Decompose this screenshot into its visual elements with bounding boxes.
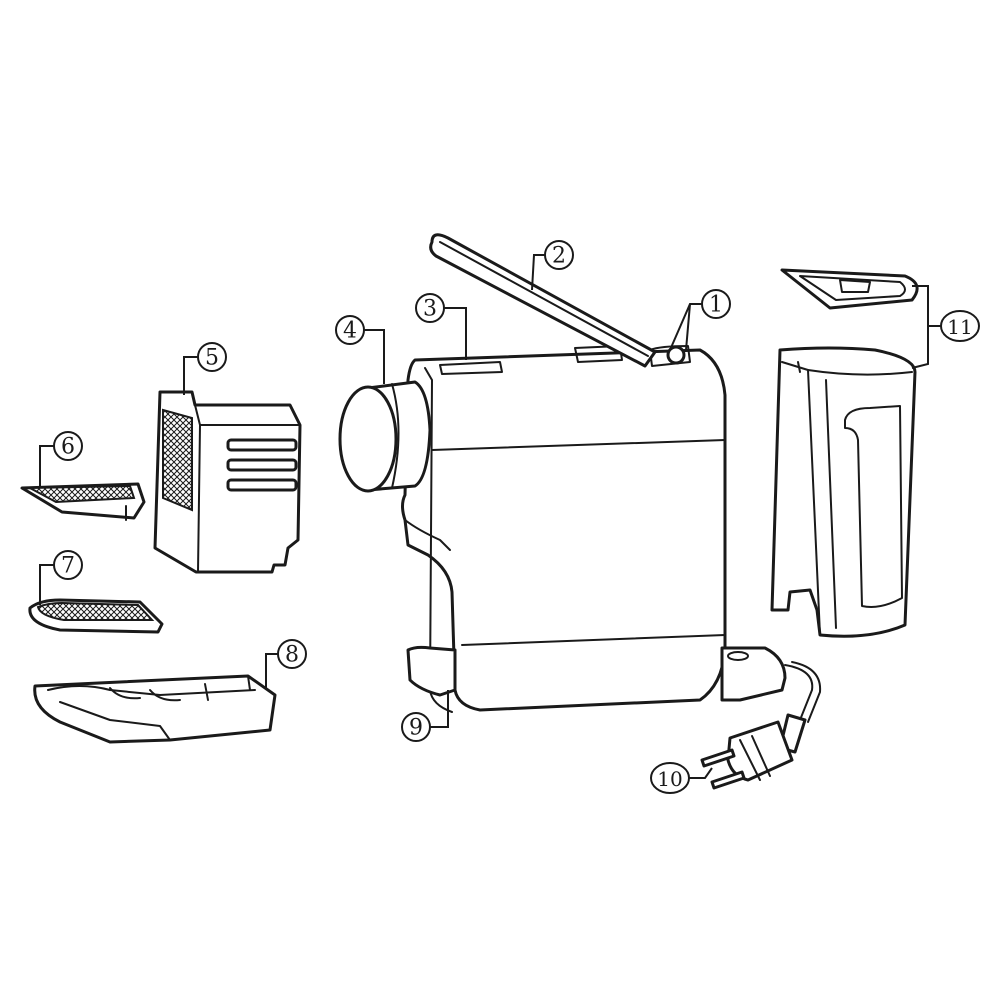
callout-label-9: 9 bbox=[409, 716, 423, 741]
water-tank-lid bbox=[780, 268, 919, 310]
callout-6: 6 bbox=[53, 431, 83, 461]
callout-7: 7 bbox=[53, 550, 83, 580]
machine-base bbox=[406, 645, 787, 702]
callout-10: 10 bbox=[650, 762, 690, 794]
callout-label-8: 8 bbox=[285, 643, 299, 668]
drip-grid bbox=[28, 598, 164, 634]
callout-11: 11 bbox=[940, 310, 980, 342]
power-cord bbox=[700, 661, 822, 790]
callout-2: 2 bbox=[544, 240, 574, 270]
capsule-container bbox=[153, 390, 302, 574]
lever bbox=[429, 233, 657, 368]
callout-1: 1 bbox=[701, 289, 731, 319]
callout-label-5: 5 bbox=[205, 346, 219, 371]
callout-label-2: 2 bbox=[552, 244, 566, 269]
callout-9: 9 bbox=[401, 712, 431, 742]
machine-body bbox=[401, 345, 727, 713]
leader-lines bbox=[39, 254, 944, 779]
callout-5: 5 bbox=[197, 342, 227, 372]
callout-8: 8 bbox=[277, 639, 307, 669]
callout-label-7: 7 bbox=[61, 554, 75, 579]
callout-4: 4 bbox=[335, 315, 365, 345]
callout-label-1: 1 bbox=[709, 293, 723, 318]
cup-support bbox=[20, 482, 146, 521]
callout-label-6: 6 bbox=[61, 435, 75, 460]
brew-head bbox=[338, 380, 432, 493]
water-tank bbox=[770, 346, 917, 638]
callout-label-3: 3 bbox=[423, 297, 437, 322]
callout-label-11: 11 bbox=[947, 315, 972, 339]
callout-label-4: 4 bbox=[343, 319, 357, 344]
drip-tray bbox=[33, 674, 277, 744]
callout-3: 3 bbox=[415, 293, 445, 323]
callout-label-10: 10 bbox=[657, 767, 682, 791]
